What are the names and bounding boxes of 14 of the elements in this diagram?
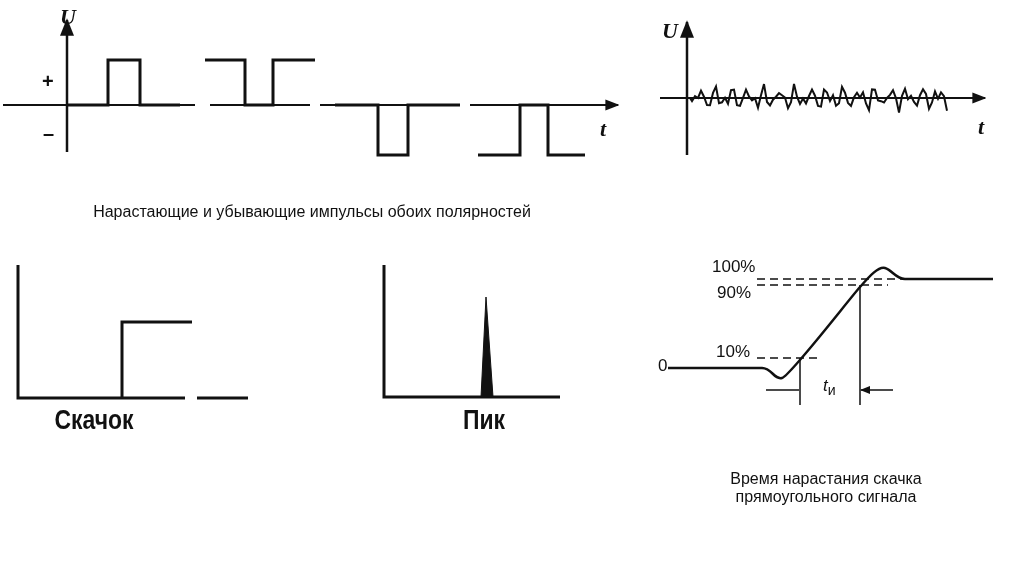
- axis-label: U: [662, 18, 678, 44]
- zero-label: 0: [658, 356, 668, 376]
- caption: Нарастающие и убывающие импульсы обоих полярностей: [93, 203, 531, 222]
- percent-label: 10%: [716, 342, 751, 362]
- caption: Пик: [462, 405, 506, 437]
- rise-time-label: t$_{и}$: [823, 376, 836, 399]
- axis-label: t: [978, 114, 985, 140]
- percent-label: 100%: [712, 257, 756, 277]
- tick-label: +: [42, 70, 54, 93]
- axis-label: t: [600, 116, 607, 142]
- caption: Время нарастания скачка прямоугольного сигнала: [729, 470, 923, 507]
- percent-label: 90%: [717, 283, 752, 303]
- tick-label: –: [43, 122, 55, 145]
- caption: Скачок: [54, 405, 134, 437]
